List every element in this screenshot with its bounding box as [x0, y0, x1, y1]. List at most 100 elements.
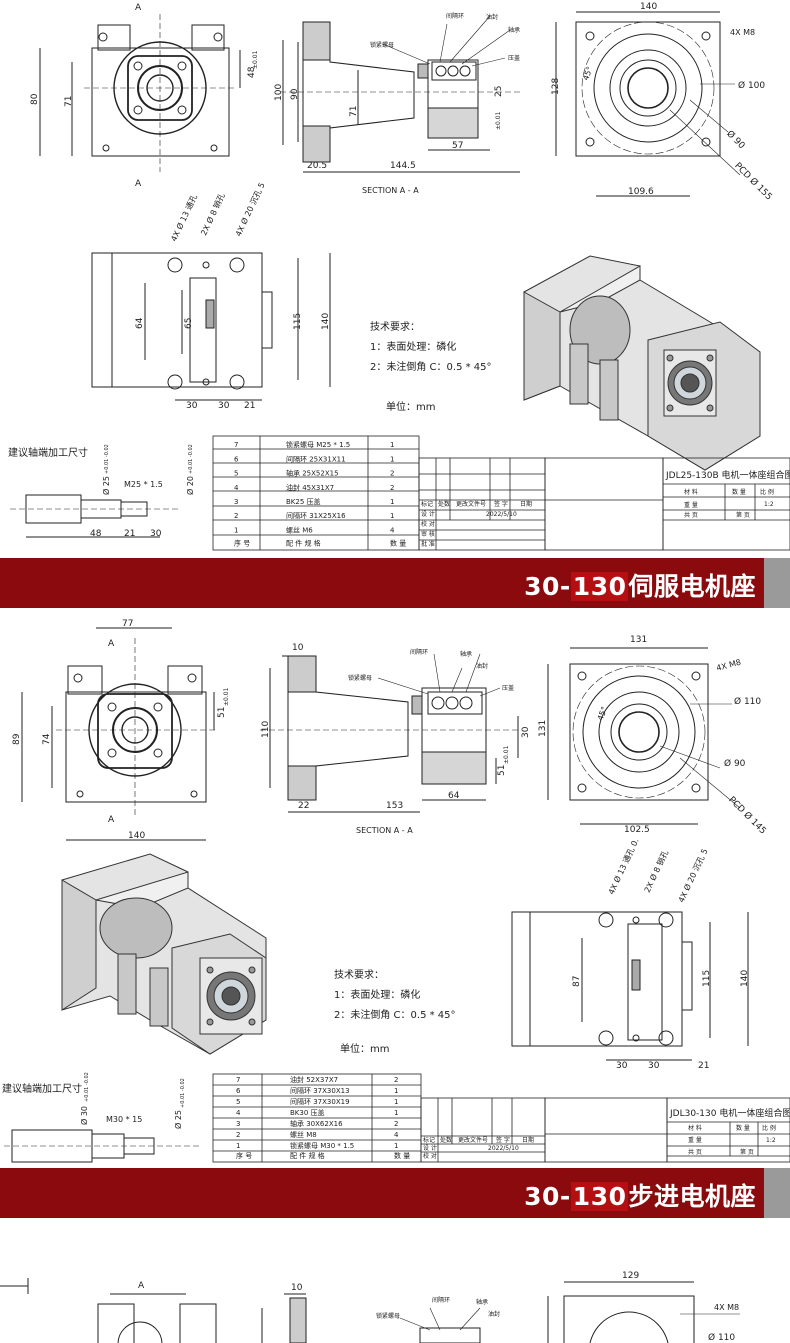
dim-label: 4X Ø 13 通孔 0.: [606, 837, 641, 896]
bom-cell: 螺丝 M8: [290, 1130, 317, 1139]
dim-label: 71: [349, 106, 359, 117]
bom-cell: 4: [394, 1131, 399, 1139]
dim-label: 64: [448, 791, 460, 801]
banner-side-block: [764, 558, 790, 608]
isometric-render: [523, 255, 761, 471]
dim-label: 64: [135, 317, 145, 329]
dim-label: Ø 25: [101, 476, 111, 495]
dim-label: 65: [184, 318, 194, 329]
dim-label: Ø 20: [185, 476, 195, 495]
section-title: SECTION A - A: [362, 186, 419, 195]
bom-cell: 油封 45X31X7: [286, 483, 334, 492]
title-block-label: 重 量: [684, 501, 698, 509]
dim-label: 4X M8: [730, 28, 755, 37]
bom-cell: 4: [390, 526, 395, 534]
part-callout: 轴承: [460, 650, 472, 658]
bom-cell: 间隔环 37X30X19: [290, 1097, 350, 1106]
bom-cell: 1: [236, 1142, 240, 1150]
dim-label: 30: [648, 1061, 660, 1071]
part-callout: 轴承: [476, 1298, 488, 1306]
bom-cell: 7: [236, 1076, 240, 1084]
title-block-label: 比 例: [760, 488, 774, 496]
bom-cell: 1: [394, 1109, 398, 1117]
bom-cell: 3: [234, 498, 238, 506]
dim-label: 30: [521, 726, 531, 738]
dim-label: 4X Ø 20 沉孔 5: [676, 847, 710, 904]
dim-label: 115: [293, 313, 303, 330]
dim-label: 2X Ø 8 销孔: [198, 191, 226, 237]
dim-label: 20.5: [307, 161, 327, 171]
section-view-drawing: [260, 653, 520, 813]
bom-table: [212, 435, 420, 551]
drawing-sheet-jdl30-130: 77 A 89 74 51 ±0.01 A 140: [0, 608, 790, 1168]
dim-label: 153: [386, 801, 403, 811]
dim-label: A: [108, 639, 115, 649]
banner-title-highlight: 130: [570, 572, 629, 601]
bom-cell: 2: [390, 484, 394, 492]
dim-label: 87: [572, 976, 582, 987]
title-block-label: 设 计: [423, 1144, 437, 1152]
dim-label: 100: [274, 84, 284, 101]
bom-cell: 轴承 30X62X16: [290, 1119, 343, 1128]
banner-title-prefix: 30-: [524, 1182, 571, 1211]
banner-title-suffix: 伺服电机座: [628, 572, 756, 601]
top-view-drawing: [511, 911, 749, 1061]
bom-cell: 锁紧螺母 M30 * 1.5: [290, 1141, 354, 1150]
bom-cell: 6: [234, 455, 239, 463]
flange-view-drawing: [547, 1281, 740, 1343]
dim-label: 22: [298, 801, 309, 811]
dim-label: 140: [740, 970, 750, 987]
dim-label: 110: [261, 721, 271, 738]
title-block-label: 设 计: [421, 510, 435, 518]
dim-label: Ø 110: [734, 696, 761, 707]
bom-cell: 5: [236, 1098, 240, 1106]
tech-requirement-1: 1：表面处理：磷化: [334, 988, 420, 1001]
unit-note: 单位：mm: [340, 1042, 389, 1055]
tolerance-label: +0.01 -0.02: [104, 444, 110, 474]
title-block: [420, 1097, 790, 1163]
tolerance-label: ±0.01: [252, 50, 259, 69]
tech-requirement-2: 2：未注倒角 C：0.5 * 45°: [334, 1008, 456, 1021]
drawing-sheet-stepper: A 10 129 4X M8 Ø 110 间隔环 锁紧螺母 轴承 油封: [0, 1218, 790, 1343]
dim-label: 128: [551, 78, 561, 95]
dim-label: 80: [30, 93, 40, 105]
section-title: SECTION A - A: [356, 826, 413, 835]
shaft-end-drawing: [10, 494, 180, 538]
title-block-label: 处数: [440, 1136, 452, 1144]
dim-label: PCD Ø 145: [726, 794, 768, 836]
banner-title: 30-130伺服电机座: [524, 567, 756, 603]
dim-label: 51: [497, 765, 507, 776]
title-block-label: 处数: [438, 500, 450, 508]
dim-label: 48: [247, 66, 257, 78]
shaft-note-title: 建议轴端加工尺寸: [2, 1082, 82, 1095]
section-banner-stepper: 30-130步进电机座: [0, 1168, 790, 1218]
bom-cell: 螺丝 M6: [286, 525, 313, 534]
dim-label: 30: [150, 529, 162, 539]
part-callout: 锁紧螺母: [370, 41, 394, 49]
bom-cell: 2: [394, 1120, 398, 1128]
bom-cell: 2: [390, 470, 394, 478]
tolerance-label: +0.01 -0.02: [84, 1072, 90, 1102]
shaft-note-title: 建议轴端加工尺寸: [8, 446, 88, 459]
title-block-label: 日期: [520, 500, 532, 508]
banner-title-prefix: 30-: [524, 572, 571, 601]
dim-label: 144.5: [390, 161, 416, 171]
dim-label: Ø 100: [738, 80, 765, 91]
part-callout: 油封: [476, 662, 488, 670]
banner-title-suffix: 步进电机座: [628, 1182, 756, 1211]
title-block: [418, 457, 790, 551]
dim-label: 30: [218, 401, 230, 411]
front-view-drawing: [0, 1278, 217, 1343]
title-block-label: 重 量: [688, 1136, 702, 1144]
bom-cell: 1: [394, 1087, 398, 1095]
bom-cell: 4: [236, 1109, 241, 1117]
banner-title-highlight: 130: [570, 1182, 629, 1211]
bom-cell: 5: [234, 470, 238, 478]
bom-cell: 2: [234, 512, 238, 520]
drawing-title: JDL30-130 电机一体座组合图: [669, 1107, 790, 1119]
dim-label: 140: [128, 831, 145, 841]
part-callout: 轴承: [508, 26, 520, 34]
dim-label: A: [108, 815, 115, 825]
title-block-label: 签 字: [494, 500, 508, 508]
dim-label: 4X M8: [714, 1303, 739, 1312]
